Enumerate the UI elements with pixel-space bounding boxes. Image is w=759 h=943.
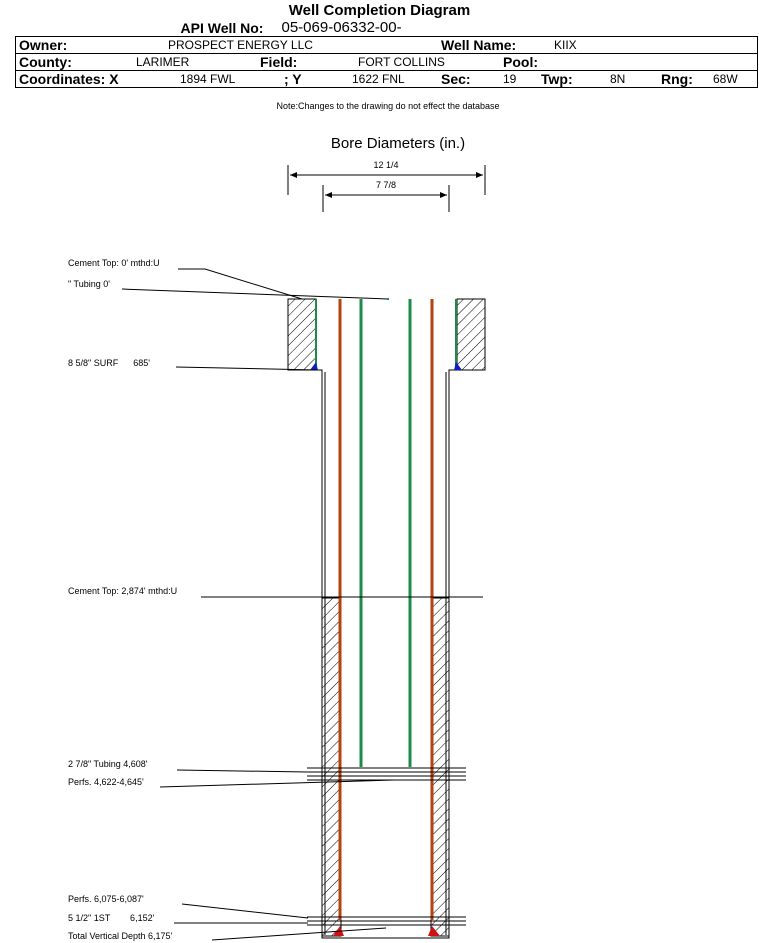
well-header-table: API Well No: 05-069-06332-00- Owner: PRO… [15,20,758,88]
field-label: Field: [260,54,298,70]
api-well-label: API Well No: [180,20,264,36]
coord-x-value: 1894 FWL [180,72,236,86]
county-label: County: [19,54,72,70]
perforations-lower [307,916,466,926]
coord-x-label: Coordinates: X [19,71,119,87]
tubing-top-label: " Tubing 0' [68,279,110,289]
perfs-lower-label: Perfs. 6,075-6,087' [68,894,144,904]
surface-shoe-right [454,362,462,370]
well-name-value: KIIX [554,38,577,52]
twp-label: Twp: [541,71,573,87]
sec-value: 19 [503,72,517,86]
owner-value: PROSPECT ENERGY LLC [168,38,313,52]
total-depth-label: Total Vertical Depth 6,175' [68,931,173,941]
coord-y-label: ; Y [284,71,302,87]
rng-value: 68W [713,72,738,86]
borehole-wall [316,369,457,939]
api-well-value: 05-069-06332-00- [281,20,402,36]
county-value: LARIMER [136,55,190,69]
twp-value: 8N [610,72,626,86]
production-cement [321,597,450,937]
surface-casing [310,299,462,370]
cement-top-surface-label: Cement Top: 0' mthd:U [68,258,160,268]
database-note: Note:Changes to the drawing do not effec… [276,101,500,111]
owner-label: Owner: [19,37,68,53]
bore-outer-label: 12 1/4 [373,160,398,170]
surface-casing-label: 8 5/8" SURF 685' [68,358,150,368]
surface-shoe-left [310,362,318,370]
tubing-bottom-label: 2 7/8" Tubing 4,608' [68,759,148,769]
bore-outer-dimension [287,165,486,195]
bore-diameters-title: Bore Diameters (in.) [331,135,465,152]
page-title: Well Completion Diagram [288,2,471,19]
perfs-upper-label: Perfs. 4,622-4,645' [68,777,144,787]
bore-inner-dimension [322,185,450,212]
production-shoe-right [428,926,440,936]
coord-y-value: 1622 FNL [352,72,405,86]
sec-label: Sec: [441,71,471,87]
production-tubing [359,299,412,767]
field-value: FORT COLLINS [358,55,445,69]
well-name-label: Well Name: [441,37,517,53]
leader-lines [121,268,483,941]
production-casing [333,299,440,936]
cement-top-production-label: Cement Top: 2,874' mthd:U [68,586,177,596]
bore-inner-label: 7 7/8 [376,180,396,190]
header-row-coordinates: Coordinates: X 1894 FWL ; Y 1622 FNL Sec… [15,70,758,88]
header-row-owner: Owner: PROSPECT ENERGY LLC Well Name: KI… [15,36,758,54]
production-casing-label: 5 1/2" 1ST 6,152' [68,913,155,923]
rng-label: Rng: [661,71,693,87]
pool-label: Pool: [503,54,538,70]
